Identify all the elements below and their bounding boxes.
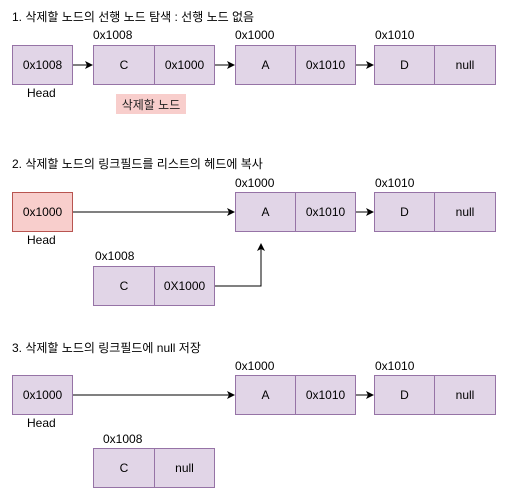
node-c-address: 0x1008 (93, 28, 133, 42)
node-d-link: null (434, 45, 496, 85)
node-a-address: 0x1000 (235, 28, 275, 42)
head-pointer: 0x1008 (12, 45, 73, 85)
node-d-link: null (434, 375, 496, 415)
head-pointer: 0x1000 (12, 192, 73, 232)
node-d-data: D (374, 45, 435, 85)
node-c-data: C (93, 45, 155, 85)
head-label: Head (27, 416, 56, 430)
node-d-address: 0x1010 (375, 359, 415, 373)
node-d-data: D (374, 192, 435, 232)
node-d-link: null (434, 192, 496, 232)
node-a-link: 0x1010 (295, 375, 356, 415)
removed-node-data: C (93, 266, 155, 306)
node-a-address: 0x1000 (235, 176, 275, 190)
head-label: Head (27, 86, 56, 100)
removed-node-data: C (93, 448, 155, 488)
removed-node-link: null (154, 448, 215, 488)
head-label: Head (27, 233, 56, 247)
node-a-data: A (235, 375, 296, 415)
section-3-title: 3. 삭제할 노드의 링크필드에 null 저장 (12, 341, 201, 355)
node-a-link: 0x1010 (295, 45, 356, 85)
removed-node-address: 0x1008 (103, 432, 143, 446)
delete-node-badge: 삭제할 노드 (116, 94, 186, 114)
node-d-data: D (374, 375, 435, 415)
removed-node-address: 0x1008 (95, 249, 135, 263)
section-2-title: 2. 삭제할 노드의 링크필드를 리스트의 헤드에 복사 (12, 157, 263, 171)
node-c-link: 0x1000 (154, 45, 215, 85)
section-1-title: 1. 삭제할 노드의 선행 노드 탐색 : 선행 노드 없음 (12, 10, 255, 24)
removed-node-link: 0X1000 (154, 266, 215, 306)
node-a-link: 0x1010 (295, 192, 356, 232)
node-a-data: A (235, 192, 296, 232)
arrow-c-to-a (215, 243, 265, 287)
node-d-address: 0x1010 (375, 176, 415, 190)
node-d-address: 0x1010 (375, 28, 415, 42)
node-a-data: A (235, 45, 296, 85)
head-pointer: 0x1000 (12, 375, 73, 415)
node-a-address: 0x1000 (235, 359, 275, 373)
